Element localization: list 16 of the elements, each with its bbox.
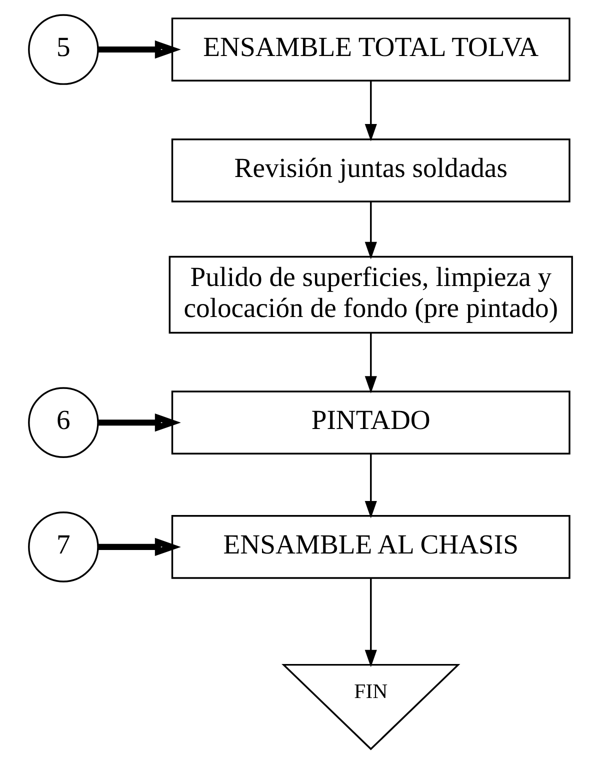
- node-circle: 6: [28, 387, 98, 458]
- arrow: [364, 333, 376, 394]
- node-box: PINTADO: [170, 390, 570, 455]
- arrow: [364, 454, 376, 518]
- arrow: [364, 202, 376, 260]
- node-box: ENSAMBLE AL CHASIS: [170, 515, 570, 579]
- arrow: [364, 578, 376, 668]
- arrow: [98, 40, 180, 59]
- node-circle: 7: [28, 512, 98, 582]
- node-box: ENSAMBLE TOTAL TOLVA: [170, 18, 570, 82]
- arrow: [98, 413, 180, 432]
- arrow: [98, 538, 180, 556]
- arrow: [364, 80, 376, 142]
- node-box: Revisión juntas soldadas: [170, 138, 570, 202]
- node-circle: 5: [28, 14, 98, 85]
- node-box: Pulido de superficies, limpieza y colocación de fondo (pre pintado): [168, 256, 572, 334]
